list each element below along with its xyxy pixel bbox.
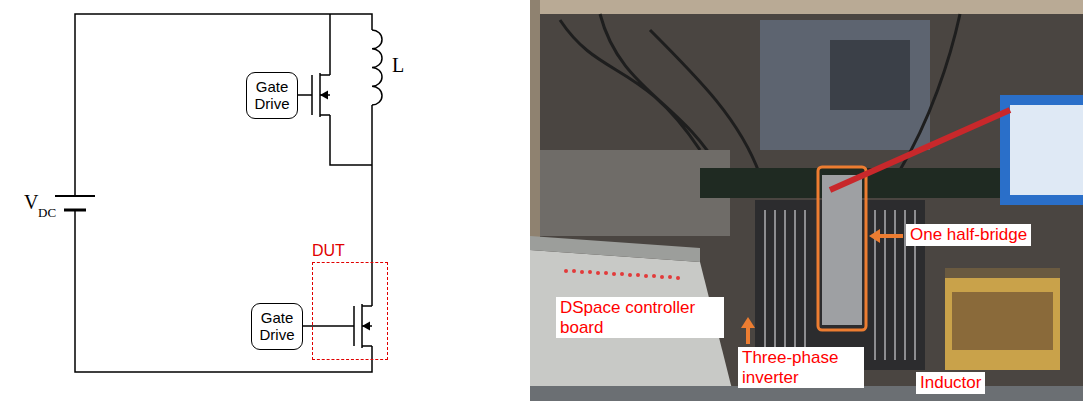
- battery-plate: [64, 209, 86, 212]
- monitor: [1000, 95, 1083, 205]
- monitor-screen: [1010, 105, 1083, 195]
- callout-label: Inductor: [916, 372, 985, 394]
- shelf: [530, 0, 1083, 14]
- leader-arrow: [878, 234, 903, 238]
- mosfet-symbol: [312, 73, 330, 117]
- shelf-post: [530, 0, 540, 240]
- inductor-bracket: [945, 268, 1060, 278]
- wire: [329, 14, 331, 75]
- leader-arrowhead: [741, 317, 755, 328]
- wire: [330, 115, 372, 165]
- lab-photo: [530, 0, 1083, 401]
- probe-cable: [830, 110, 1010, 190]
- half-bridge-module: [822, 175, 862, 325]
- callout-label: DSpace controller board: [556, 297, 724, 338]
- voltage-subscript: DC: [38, 205, 56, 221]
- gate-wire: [312, 325, 354, 327]
- inductor-label: L: [392, 54, 404, 77]
- dspace-board-top: [530, 236, 700, 262]
- mosfet-arrow: [320, 91, 328, 100]
- wire: [75, 210, 372, 372]
- callout-label: One half-bridge: [906, 224, 1031, 246]
- battery-plate: [55, 195, 95, 197]
- callout-label: Three-phase inverter: [738, 347, 864, 388]
- highlight-frame: [818, 167, 866, 330]
- dspace-board: [530, 250, 735, 401]
- mosfet-symbol: [354, 304, 372, 348]
- bench: [530, 386, 1083, 401]
- gate-drive-box: Gate Drive: [246, 72, 298, 119]
- leader-arrowhead: [869, 229, 880, 243]
- inductor-core: [952, 292, 1053, 350]
- wire: [371, 105, 373, 306]
- gate-drive-box: Gate Drive: [251, 303, 303, 350]
- mosfet-arrow: [362, 322, 370, 331]
- led-row: [564, 269, 680, 280]
- dut-frame: DUT: [312, 262, 388, 360]
- fan-grille: [830, 40, 910, 110]
- node-text: Gate Drive: [254, 78, 289, 113]
- photo-ground: [530, 0, 1083, 401]
- oscilloscope: [760, 20, 930, 150]
- voltage-label: V: [24, 191, 38, 214]
- node-text: Gate Drive: [259, 309, 294, 344]
- inductor-body: [945, 278, 1060, 370]
- circuit-wire: [303, 325, 312, 327]
- leader-arrow: [746, 326, 750, 344]
- node-text: DUT: [312, 242, 345, 260]
- circuit: [55, 14, 382, 372]
- wire: [75, 14, 372, 196]
- inductor-symbol: [372, 30, 382, 105]
